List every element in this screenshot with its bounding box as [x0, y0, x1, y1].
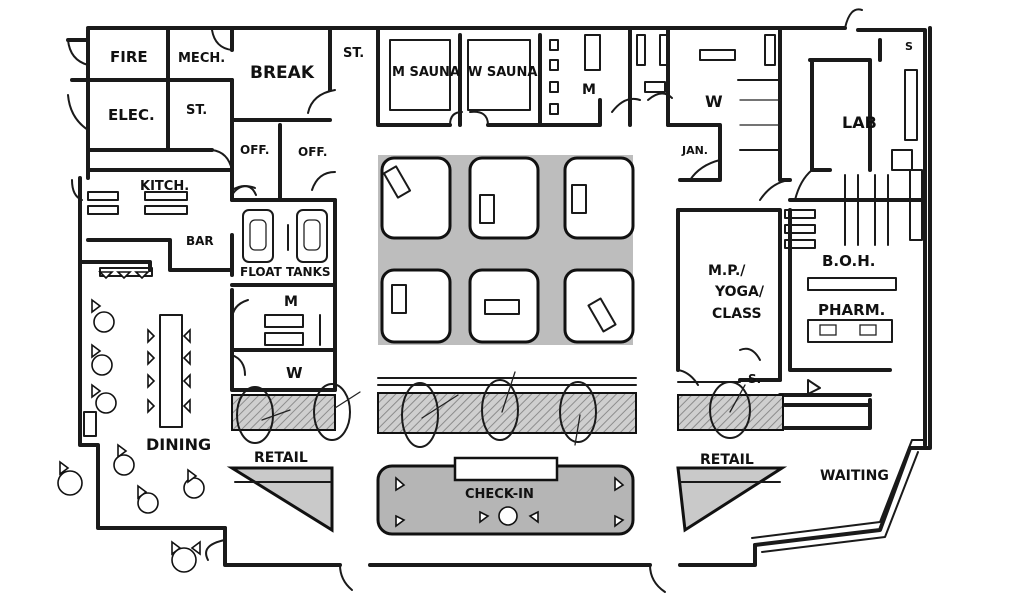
label-break: BREAK — [250, 63, 315, 83]
planter-strips — [231, 377, 784, 434]
treatment-pod-3 — [563, 156, 635, 240]
treatment-pod-5 — [468, 268, 540, 344]
retail-displays — [226, 466, 788, 533]
label-w-restroom-top: W — [705, 92, 723, 111]
treatment-pod-2 — [468, 156, 540, 240]
label-pharmacy: PHARM. — [818, 301, 885, 319]
label-w-sauna: W SAUNA — [468, 65, 537, 80]
label-check-in: CHECK-IN — [465, 487, 534, 502]
treatment-pod-6 — [563, 268, 635, 344]
label-kitchen: KITCH. — [140, 179, 189, 194]
label-float-tanks: FLOAT TANKS — [240, 265, 331, 279]
label-m-restroom-mid: M — [284, 294, 298, 310]
label-m-restroom-top: M — [582, 82, 596, 98]
treatment-zone — [378, 155, 635, 345]
door-swings — [67, 8, 863, 593]
label-bar: BAR — [186, 234, 214, 248]
label-dining: DINING — [146, 435, 211, 454]
label-storage-left: ST. — [186, 103, 207, 118]
label-yoga: YOGA/ — [714, 284, 765, 300]
label-s-top: S — [905, 40, 913, 53]
label-janitor: JAN. — [681, 144, 708, 157]
label-elec: ELEC. — [108, 106, 155, 124]
label-class: CLASS — [712, 306, 762, 322]
waiting-bench — [751, 439, 926, 539]
label-w-restroom-mid: W — [286, 364, 303, 382]
check-in-desk — [376, 456, 635, 536]
label-lab: LAB — [842, 113, 877, 132]
label-office-1: OFF. — [240, 143, 269, 157]
label-s-mid: S. — [748, 372, 761, 386]
label-fire: FIRE — [110, 48, 148, 66]
trees — [236, 371, 751, 448]
label-boh: B.O.H. — [822, 252, 876, 270]
room-labels: FIRE MECH. BREAK ST. M SAUNA W SAUNA M W… — [108, 40, 913, 502]
fixtures — [87, 34, 923, 395]
treatment-pod-1 — [380, 156, 452, 240]
label-office-2: OFF. — [298, 145, 327, 159]
label-waiting: WAITING — [820, 468, 889, 484]
label-mp-room: M.P./ — [708, 263, 746, 279]
interior-walls — [86, 28, 927, 430]
label-retail-left: RETAIL — [254, 450, 308, 466]
label-m-sauna: M SAUNA — [392, 65, 460, 80]
label-storage-top: ST. — [343, 46, 364, 61]
dining-furniture — [57, 271, 205, 573]
label-mech: MECH. — [178, 51, 225, 66]
label-retail-right: RETAIL — [700, 452, 754, 468]
treatment-pod-4 — [380, 268, 452, 344]
exterior-walls — [66, 26, 932, 567]
